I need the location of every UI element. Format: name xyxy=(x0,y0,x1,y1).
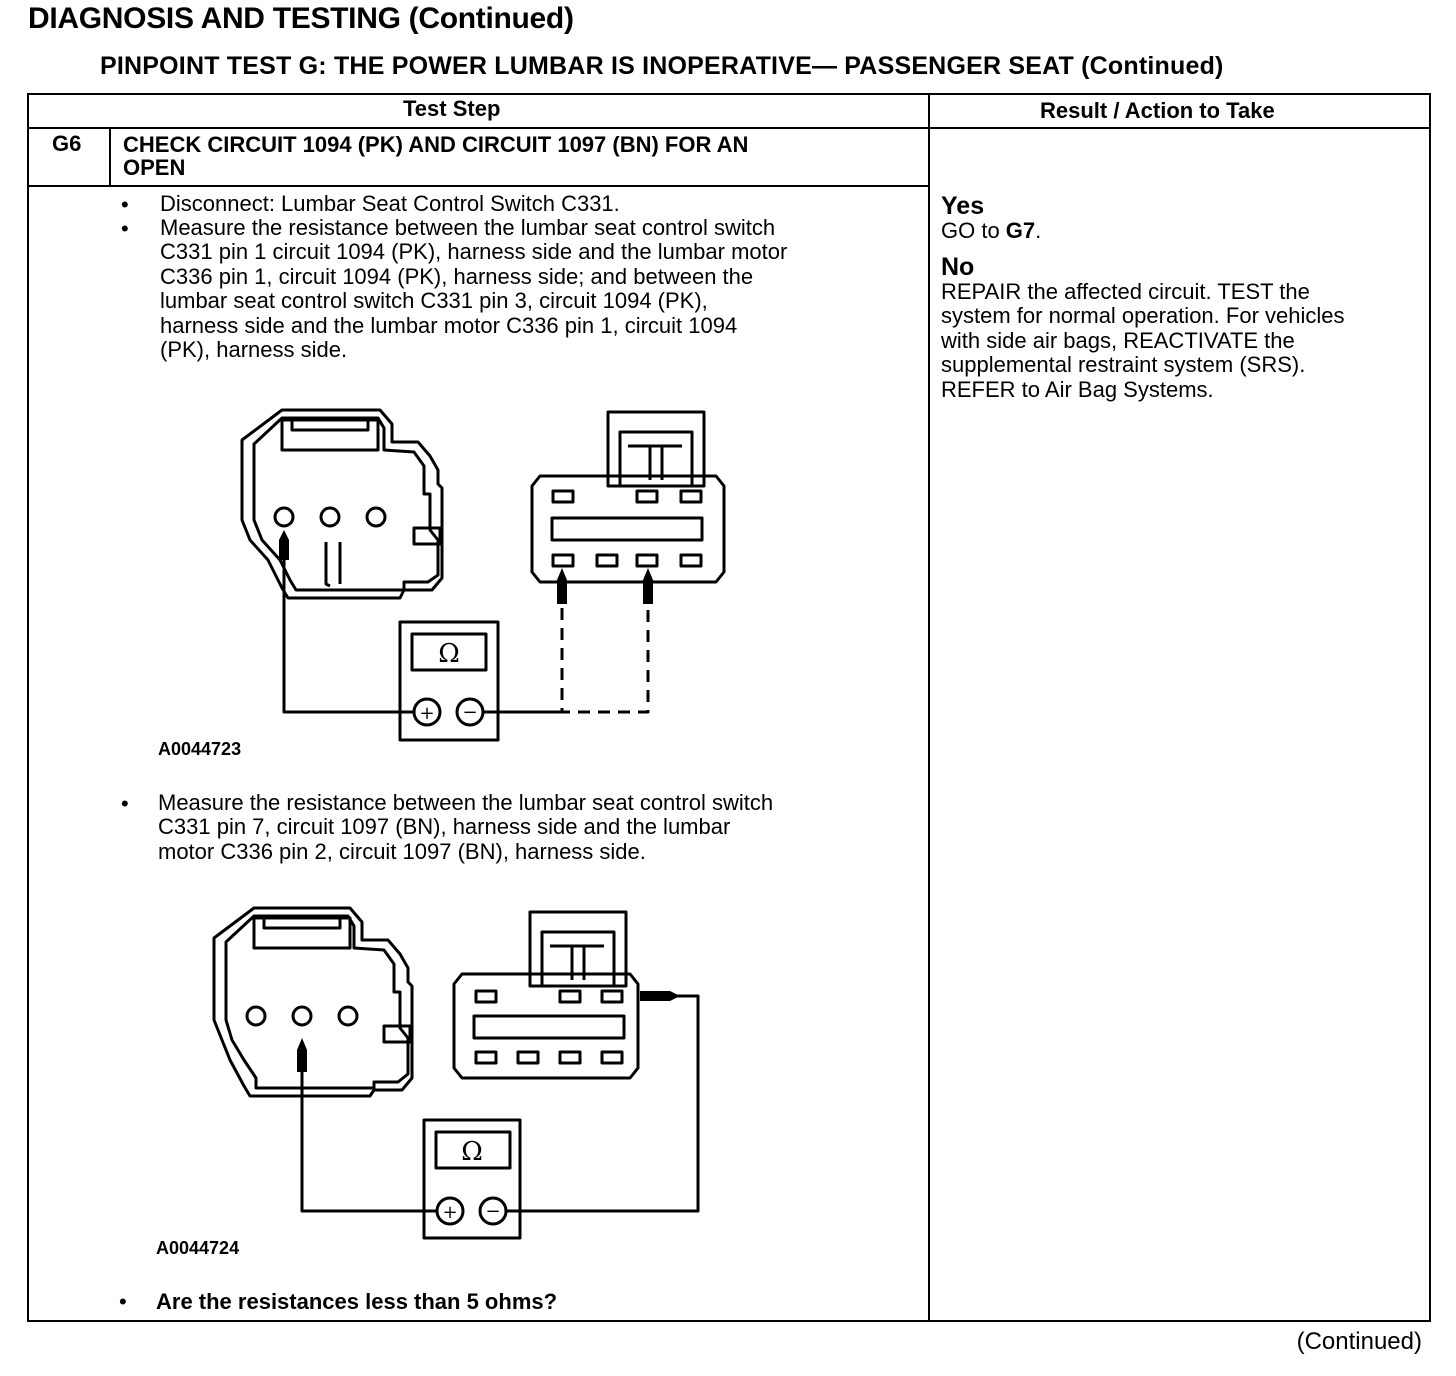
connector-c331-pin-1 xyxy=(273,506,295,528)
minus-symbol: − xyxy=(485,1201,500,1222)
text-line: C331 pin 1 circuit 1094 (PK), harness si… xyxy=(160,239,788,265)
bullet: • xyxy=(119,1289,127,1314)
c336-cavity xyxy=(635,553,659,568)
probe-tip xyxy=(640,991,680,1001)
header-rule xyxy=(28,127,1430,129)
ohmmeter-body xyxy=(398,620,500,742)
result-yes-label: Yes xyxy=(941,192,985,220)
text-line: supplemental restraint system (SRS). xyxy=(941,352,1306,378)
result-no-action: REPAIR the affected circuit. TEST the sy… xyxy=(941,279,1345,402)
plus-symbol: + xyxy=(442,1202,457,1223)
connector-c331-pin-2 xyxy=(319,506,341,528)
continued-label: (Continued) xyxy=(1296,1328,1422,1355)
ohm-symbol: Ω xyxy=(461,1137,483,1167)
c336-cavity xyxy=(679,489,703,504)
connector-c331-pin-1 xyxy=(245,1005,267,1027)
column-header-result: Result / Action to Take xyxy=(1040,98,1275,123)
connector-c331-pin-3 xyxy=(365,506,387,528)
step-instruction: Measure the resistance between the lumba… xyxy=(158,790,774,864)
ohmmeter-body xyxy=(422,1118,522,1240)
bullet: • xyxy=(121,216,129,241)
c336-cavity xyxy=(600,989,624,1004)
figure-id: A0044723 xyxy=(158,739,242,759)
step-title-line: CHECK CIRCUIT 1094 (PK) AND CIRCUIT 1097… xyxy=(123,132,749,157)
c336-cavity xyxy=(474,989,498,1004)
step-id-divider xyxy=(109,128,111,186)
connector-c331-outline xyxy=(240,408,444,600)
probe-tip xyxy=(297,1038,307,1072)
probe-tip xyxy=(279,530,289,560)
c336-cavity xyxy=(558,989,582,1004)
dashed-lead xyxy=(560,588,650,714)
connector-c331-outline xyxy=(212,906,414,1098)
result-yes-action: GO to G7. xyxy=(941,218,1042,243)
yes-suffix: . xyxy=(1035,218,1042,243)
text-line: C331 pin 7, circuit 1097 (BN), harness s… xyxy=(158,814,731,840)
connector-c331-pin-3 xyxy=(337,1005,359,1027)
connector-c331-pin-2 xyxy=(291,1005,313,1027)
column-divider xyxy=(928,95,930,1321)
step-title: CHECK CIRCUIT 1094 (PK) AND CIRCUIT 1097… xyxy=(123,133,748,179)
step-id: G6 xyxy=(52,131,82,156)
c336-cavity xyxy=(635,489,659,504)
c336-cavity xyxy=(595,553,619,568)
text-line: with side air bags, REACTIVATE the xyxy=(941,327,1295,353)
probe-tip xyxy=(643,568,653,604)
step-title-rule xyxy=(28,185,929,187)
ohmmeter-display xyxy=(410,632,488,672)
text-line: C336 pin 1, circuit 1094 (PK), harness s… xyxy=(160,263,754,289)
test-table xyxy=(27,93,1431,1322)
bullet: • xyxy=(121,192,129,217)
yes-prefix: GO to xyxy=(941,218,1006,243)
text-line: system for normal operation. For vehicle… xyxy=(941,303,1345,329)
text-line: Measure the resistance between the lumba… xyxy=(158,790,774,815)
text-line: motor C336 pin 2, circuit 1097 (BN), har… xyxy=(158,838,646,864)
minus-symbol: − xyxy=(462,702,477,723)
connector-c336-outline xyxy=(452,910,640,1080)
c336-cavity xyxy=(558,1050,582,1065)
result-no-label: No xyxy=(941,253,975,281)
positive-lead xyxy=(282,540,414,714)
yes-target-step: G7 xyxy=(1005,218,1036,243)
ohm-symbol: Ω xyxy=(438,639,460,669)
step-title-line: OPEN xyxy=(123,155,186,180)
c336-cavity xyxy=(551,489,575,504)
c336-cavity xyxy=(474,1050,498,1065)
text-line: (PK), harness side. xyxy=(160,337,348,363)
negative-lead xyxy=(506,994,700,1213)
probe-tip xyxy=(557,568,567,604)
c336-cavity xyxy=(679,553,703,568)
step-instruction: Disconnect: Lumbar Seat Control Switch C… xyxy=(160,191,620,216)
text-line: lumbar seat control switch C331 pin 3, c… xyxy=(160,288,708,314)
step-question: Are the resistances less than 5 ohms? xyxy=(156,1289,558,1314)
text-line: REPAIR the affected circuit. TEST the xyxy=(941,279,1310,304)
step-instruction: Measure the resistance between the lumba… xyxy=(160,215,788,363)
bullet: • xyxy=(121,791,129,816)
ohmmeter-display xyxy=(434,1130,512,1170)
column-header-test-step: Test Step xyxy=(403,96,501,121)
figure-id: A0044724 xyxy=(156,1238,240,1258)
text-line: REFER to Air Bag Systems. xyxy=(941,376,1214,402)
page-title: DIAGNOSIS AND TESTING (Continued) xyxy=(28,2,574,35)
plus-symbol: + xyxy=(419,703,434,724)
text-line: harness side and the lumbar motor C336 p… xyxy=(160,312,738,338)
connector-c336-outline xyxy=(530,410,726,584)
c336-cavity xyxy=(516,1050,540,1065)
c336-cavity xyxy=(600,1050,624,1065)
c336-cavity xyxy=(551,553,575,568)
positive-lead xyxy=(300,1050,437,1213)
pinpoint-test-title: PINPOINT TEST G: THE POWER LUMBAR IS INO… xyxy=(100,52,1224,80)
text-line: Measure the resistance between the lumba… xyxy=(160,215,776,240)
